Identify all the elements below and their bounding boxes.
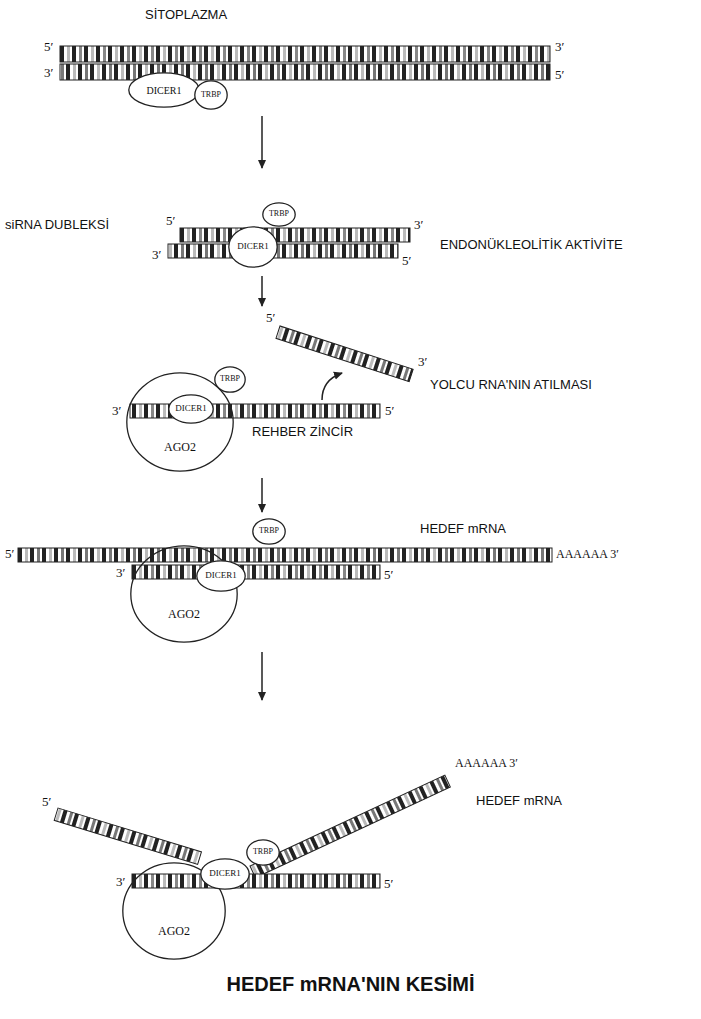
- strand-end-label: 5′: [166, 214, 175, 229]
- trbp-protein: TRBP: [262, 202, 296, 227]
- strand-end-label: 5′: [5, 547, 14, 562]
- passenger-strand: [276, 326, 413, 382]
- protein-name: DICER1: [205, 571, 237, 581]
- strand-end-label: 3′: [152, 248, 161, 263]
- diagram-caption: HEDEF mRNA'NIN KESİMİ: [0, 972, 701, 996]
- protein-shape: [253, 519, 285, 544]
- strand-end-label: 5′: [42, 795, 51, 810]
- protein-shape: [195, 81, 227, 109]
- protein-name: TRBP: [259, 527, 279, 536]
- protein-shape: [263, 203, 295, 226]
- strand-end-label: 5′: [402, 254, 411, 269]
- protein-name: AGO2: [164, 441, 196, 454]
- protein-shape: [129, 73, 199, 107]
- protein-shape: [229, 227, 277, 267]
- protein-shape: [127, 373, 233, 471]
- trbp-protein: TRBP: [214, 366, 246, 393]
- cleaved-mrna-piece: [250, 775, 450, 878]
- protein-shape: [169, 395, 213, 423]
- trbp-protein: TRBP: [252, 518, 286, 545]
- dicer1-enzyme: DICER1: [168, 394, 214, 424]
- strand-end-label: 5′: [266, 311, 275, 326]
- ago2-protein: AGO2DICER1: [122, 862, 226, 960]
- strand-end-label: AAAAAA 3′: [556, 548, 619, 562]
- annotation-label: REHBER ZİNCİR: [252, 425, 353, 440]
- protein-shape: [215, 367, 245, 392]
- annotation-label: siRNA DUBLEKSİ: [5, 218, 109, 233]
- protein-outline: [130, 545, 238, 643]
- protein-shape: [197, 561, 245, 591]
- strand-end-label: 3′: [555, 40, 564, 55]
- annotation-label: ENDONÜKLEOLİTİK AKTİVİTE: [440, 238, 623, 253]
- dicer1-enzyme: DICER1: [228, 226, 278, 268]
- protein-name: AGO2: [168, 608, 200, 621]
- guide-strand: [132, 874, 380, 888]
- step-arrow: [261, 276, 263, 306]
- strand-end-label: 3′: [116, 566, 125, 581]
- annotation-label: HEDEF mRNA: [476, 794, 562, 809]
- strand-end-label: 3′: [44, 66, 53, 81]
- dicer1-enzyme: DICER1: [128, 72, 200, 108]
- dicer1-enzyme: DICER1: [196, 560, 246, 592]
- step-arrow: [261, 478, 263, 512]
- release-arrow: [322, 373, 342, 400]
- trbp-protein: TRBP: [194, 80, 228, 110]
- protein-name: AGO2: [158, 925, 190, 938]
- cleaved-mrna-piece: [54, 808, 201, 864]
- strand-end-label: 3′: [116, 875, 125, 890]
- rna-strand: [60, 64, 550, 80]
- annotation-label: HEDEF mRNA: [420, 522, 506, 537]
- protein-shape: [247, 840, 279, 865]
- protein-name: TRBP: [201, 91, 221, 100]
- dicer1-enzyme: DICER1: [200, 858, 250, 890]
- protein-name: DICER1: [237, 242, 269, 252]
- strand-end-label: 5′: [44, 40, 53, 55]
- protein-name: TRBP: [269, 210, 289, 219]
- target-mrna-strand: [18, 548, 552, 562]
- protein-name: DICER1: [209, 869, 241, 879]
- protein-name: DICER1: [175, 404, 207, 414]
- protein-shape: [201, 859, 249, 889]
- strand-end-label: 3′: [418, 355, 427, 370]
- rna-strand: [60, 46, 550, 62]
- step-arrow: [261, 652, 263, 700]
- annotation-label: SİTOPLAZMA: [145, 8, 227, 23]
- strand-end-label: 5′: [385, 404, 394, 419]
- protein-name: TRBP: [220, 375, 240, 384]
- protein-name: TRBP: [253, 848, 273, 857]
- strand-end-label: 3′: [414, 218, 423, 233]
- strand-end-label: AAAAAA 3′: [455, 757, 518, 771]
- strand-end-label: 3′: [112, 404, 121, 419]
- step-arrow: [261, 116, 263, 168]
- strand-end-label: 5′: [555, 68, 564, 83]
- strand-end-label: 5′: [384, 877, 393, 892]
- protein-name: DICER1: [147, 85, 182, 96]
- trbp-protein: TRBP: [246, 839, 280, 866]
- guide-strand: [130, 404, 380, 418]
- rna-strand: [180, 228, 410, 242]
- annotation-label: YOLCU RNA'NIN ATILMASI: [430, 378, 592, 393]
- strand-end-label: 5′: [384, 568, 393, 583]
- guide-strand: [132, 565, 380, 579]
- rna-strand: [168, 244, 398, 258]
- ago2-protein: AGO2 DICER1: [130, 545, 238, 643]
